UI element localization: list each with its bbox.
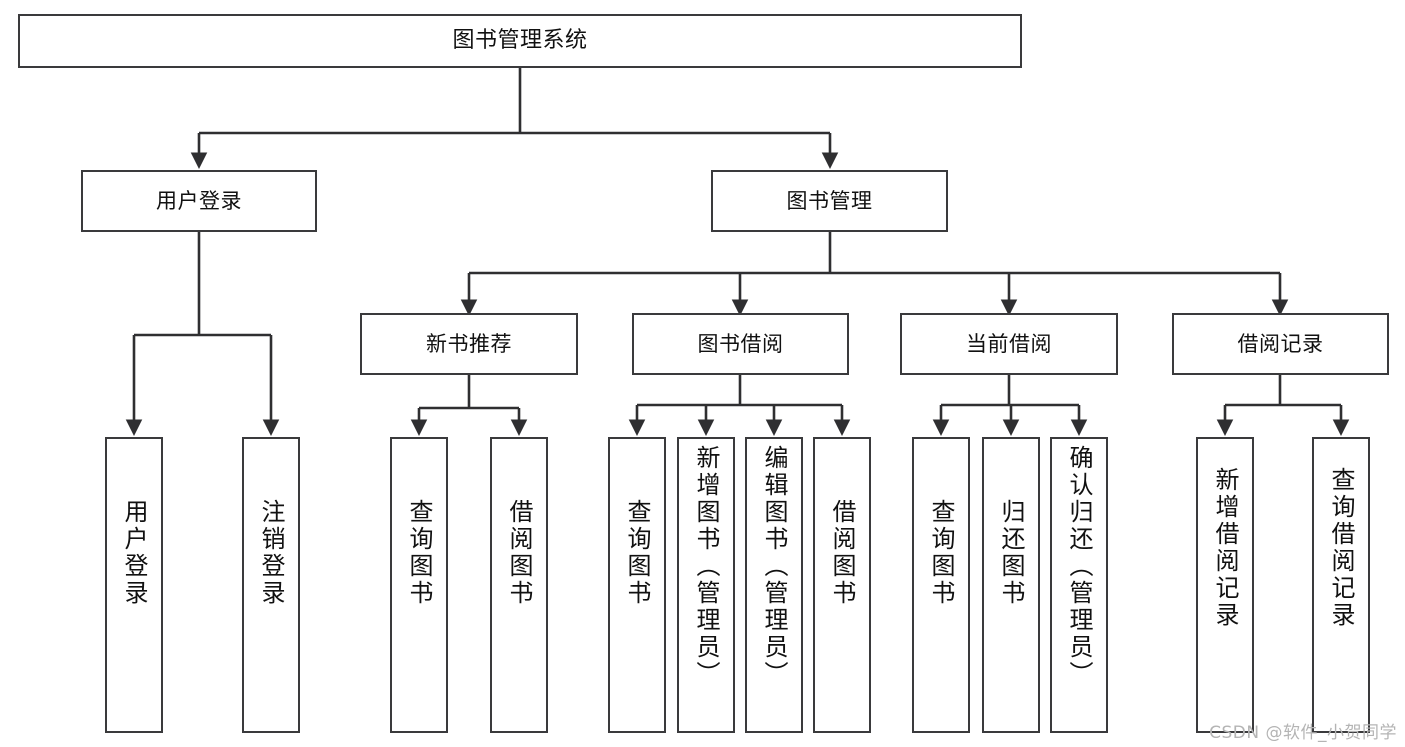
node-label: 新增借阅记录 <box>1211 467 1239 629</box>
node-label: 查询图书 <box>623 499 651 607</box>
node-label: 编辑图书（管理员） <box>760 445 788 688</box>
leaf-current-return-book[interactable]: 归还图书 <box>982 437 1040 733</box>
node-label: 查询图书 <box>405 499 433 607</box>
node-label: 借阅记录 <box>1237 331 1324 356</box>
leaf-borrow-query-book[interactable]: 查询图书 <box>608 437 666 733</box>
leaf-current-confirm-return-admin[interactable]: 确认归还（管理员） <box>1050 437 1108 733</box>
watermark-text: CSDN @软件_小贺同学 <box>1209 723 1397 743</box>
leaf-new-book-query[interactable]: 查询图书 <box>390 437 448 733</box>
leaf-record-add-record[interactable]: 新增借阅记录 <box>1196 437 1254 733</box>
node-label: 借阅图书 <box>828 499 856 607</box>
node-label: 新增图书（管理员） <box>692 445 720 688</box>
node-label: 查询借阅记录 <box>1327 467 1355 629</box>
node-label: 用户登录 <box>156 188 242 213</box>
node-label: 确认归还（管理员） <box>1065 445 1093 688</box>
node-label: 当前借阅 <box>966 331 1052 356</box>
node-new-book-recommend[interactable]: 新书推荐 <box>360 313 578 375</box>
leaf-borrow-borrow-book[interactable]: 借阅图书 <box>813 437 871 733</box>
leaf-user-login-login[interactable]: 用户登录 <box>105 437 163 733</box>
node-label: 图书管理 <box>786 188 873 213</box>
node-label: 用户登录 <box>120 499 148 607</box>
node-user-login[interactable]: 用户登录 <box>81 170 317 232</box>
node-current-borrow[interactable]: 当前借阅 <box>900 313 1118 375</box>
node-label: 注销登录 <box>257 499 285 607</box>
node-label: 借阅图书 <box>505 499 533 607</box>
leaf-borrow-edit-book-admin[interactable]: 编辑图书（管理员） <box>745 437 803 733</box>
node-label: 归还图书 <box>997 499 1025 607</box>
leaf-new-book-borrow[interactable]: 借阅图书 <box>490 437 548 733</box>
node-label: 新书推荐 <box>426 331 512 356</box>
node-book-management[interactable]: 图书管理 <box>711 170 948 232</box>
node-borrow-record[interactable]: 借阅记录 <box>1172 313 1389 375</box>
leaf-borrow-add-book-admin[interactable]: 新增图书（管理员） <box>677 437 735 733</box>
leaf-record-query-record[interactable]: 查询借阅记录 <box>1312 437 1370 733</box>
node-label: 查询图书 <box>927 499 955 607</box>
node-label: 图书借阅 <box>697 331 784 356</box>
node-label: 图书管理系统 <box>452 28 588 54</box>
node-root-system[interactable]: 图书管理系统 <box>18 14 1022 68</box>
node-book-borrow[interactable]: 图书借阅 <box>632 313 849 375</box>
leaf-current-query-book[interactable]: 查询图书 <box>912 437 970 733</box>
leaf-user-login-logout[interactable]: 注销登录 <box>242 437 300 733</box>
